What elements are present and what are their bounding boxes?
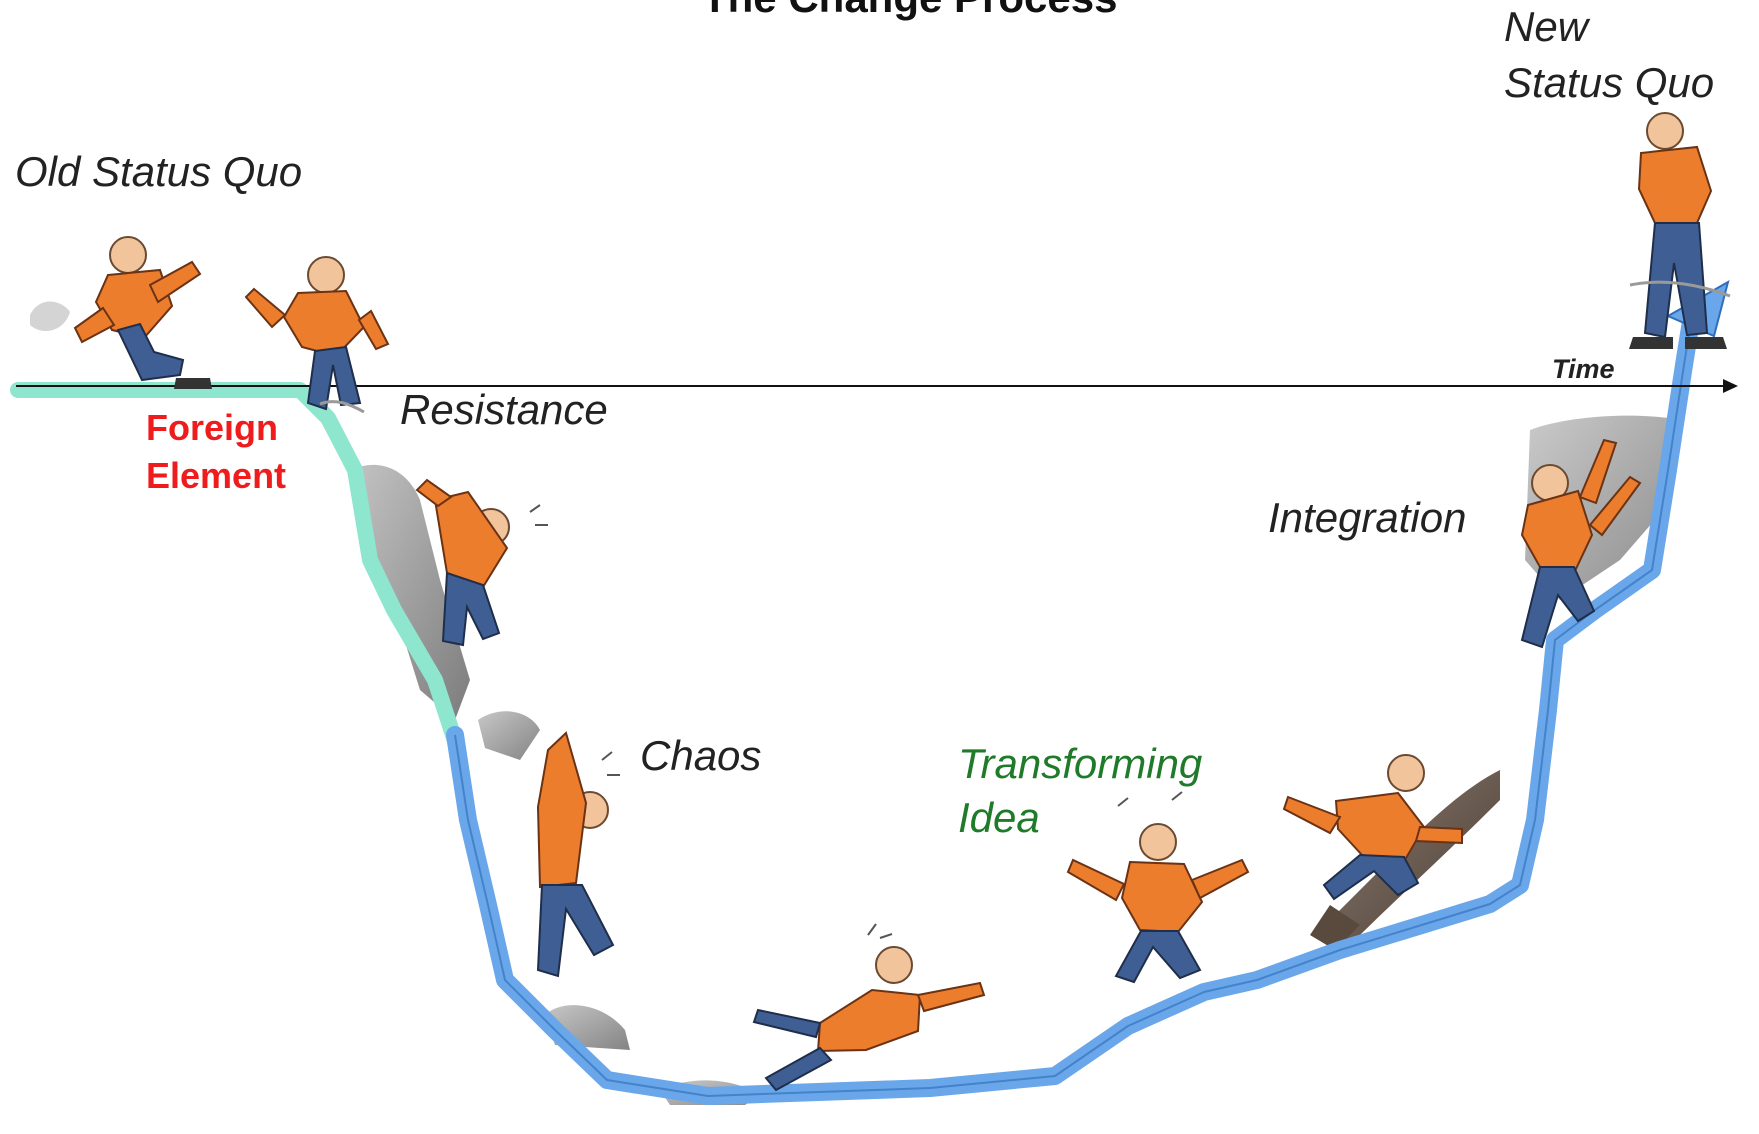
figure-standing-new-status-quo (1629, 112, 1727, 349)
figure-transforming-idea (1066, 823, 1250, 984)
stage-label-foreign-element-line-1: Foreign (146, 407, 278, 448)
stage-label-old-status-quo: Old Status Quo (15, 148, 303, 195)
log-roots (1310, 905, 1360, 950)
figure-climbing-integration (1520, 438, 1642, 649)
time-axis-arrowhead (1723, 379, 1738, 393)
change-curve-start (10, 382, 466, 758)
stage-label-chaos: Chaos (640, 732, 762, 779)
figure-running-old-status-quo (30, 236, 212, 389)
figure-stopping-at-edge (244, 256, 390, 411)
log (1330, 770, 1500, 945)
change-curve-edge (454, 314, 1693, 1097)
surprise-marks (529, 504, 1183, 939)
figure-climbing-log (1282, 754, 1463, 901)
time-axis-label: Time (1552, 354, 1615, 384)
chaos-rock (478, 711, 540, 760)
stage-label-foreign-element-line-2: Element (146, 455, 287, 496)
figure-clinging-cliff (415, 478, 510, 647)
stage-label-resistance: Resistance (400, 386, 608, 433)
stage-label-new-status-quo-line-2: Status Quo (1504, 59, 1715, 106)
stage-label-transforming-idea-line-2: Idea (958, 794, 1040, 841)
stage-label-transforming-idea-line-1: Transforming (958, 740, 1203, 787)
page-title: The Change Process (702, 0, 1117, 21)
dust-marks-top (319, 280, 1731, 414)
stage-label-new-status-quo-line-1: New (1504, 3, 1589, 50)
figure-hanging-chaos (536, 731, 615, 978)
figure-falling-bottom (752, 946, 986, 1092)
cliff-rock (350, 464, 470, 720)
stage-label-integration: Integration (1268, 494, 1467, 541)
change-curve-main (446, 306, 1701, 1105)
